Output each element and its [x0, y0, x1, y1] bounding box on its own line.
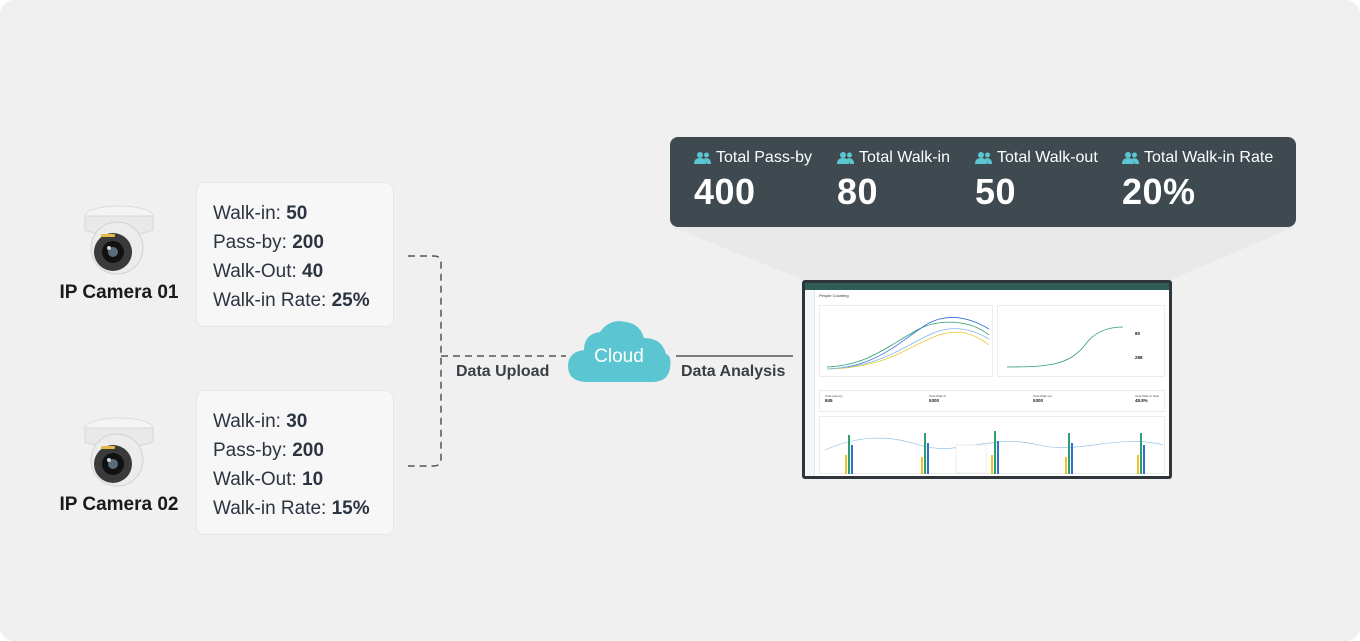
total-walk-out: Total Walk-out 50	[975, 149, 1098, 213]
bar	[994, 431, 996, 474]
bar	[1143, 445, 1145, 474]
today-line	[1006, 326, 1124, 368]
pass-by-stat: Pass-by: 200	[213, 440, 324, 461]
dashboard-title: People Counting	[819, 293, 849, 298]
total-value: 50	[975, 171, 1017, 212]
walk-in-stat: Walk-in: 30	[213, 411, 308, 432]
people-icon	[837, 152, 854, 164]
totals-banner: Total Pass-by 400 Total Walk-in 80 Total…	[670, 137, 1296, 227]
bar	[1140, 433, 1142, 474]
walk-in-rate-stat: Walk-in Rate: 15%	[213, 498, 370, 519]
bar	[1065, 457, 1067, 474]
dashboard-topbar	[805, 283, 1169, 290]
walk-in-stat: Walk-in: 50	[213, 203, 308, 224]
total-label: Total Walk-out	[997, 149, 1098, 166]
bar	[845, 455, 847, 474]
bar	[921, 457, 923, 474]
series-line	[826, 331, 990, 370]
people-icon	[694, 152, 711, 164]
total-label: Total Walk-in Rate	[1144, 149, 1274, 166]
bar	[991, 455, 993, 474]
series-line	[826, 317, 990, 370]
people-icon	[975, 152, 992, 164]
chart-tooltip	[955, 444, 987, 474]
total-value: 80	[837, 171, 879, 212]
data-analysis-label: Data Analysis	[681, 363, 786, 380]
series-line	[826, 328, 990, 370]
total-walk-in: Total Walk-in 80	[837, 149, 950, 213]
people-icon	[1122, 152, 1139, 164]
walk-out-stat: Walk-Out: 10	[213, 469, 324, 490]
bar	[997, 441, 999, 474]
dome-camera-icon	[84, 417, 154, 487]
dashboard-sidebar	[805, 290, 815, 476]
kpi-panel	[819, 390, 1165, 412]
bar	[848, 435, 850, 474]
cloud-icon	[568, 321, 671, 382]
bar	[1068, 433, 1070, 474]
total-value: 400	[694, 171, 756, 212]
camera-02: IP Camera 02	[29, 416, 209, 516]
traffic-line-panel	[819, 305, 993, 377]
bar	[851, 445, 853, 474]
dashboard-side-value: 80	[1135, 331, 1141, 336]
series-line	[826, 321, 990, 368]
total-walk-in-rate: Total Walk-in Rate 20%	[1122, 149, 1273, 213]
bar	[927, 443, 929, 474]
dashboard-side-value: 288	[1135, 355, 1143, 360]
total-pass-by: Total Pass-by 400	[694, 149, 812, 213]
bar	[1071, 443, 1073, 474]
total-label: Total Pass-by	[716, 149, 813, 166]
bar-trend-line	[824, 437, 1164, 451]
cloud-label: Cloud	[594, 346, 644, 367]
dome-camera-icon	[84, 205, 154, 275]
bar	[924, 433, 926, 474]
today-panel	[997, 305, 1165, 377]
camera-02-stats-card: Walk-in: 30 Pass-by: 200 Walk-Out: 10 Wa…	[196, 390, 394, 535]
bar	[1137, 455, 1139, 474]
upload-connector	[408, 255, 442, 467]
total-value: 20%	[1122, 171, 1196, 212]
camera-01-stats-card: Walk-in: 50 Pass-by: 200 Walk-Out: 40 Wa…	[196, 182, 394, 327]
walk-out-stat: Walk-Out: 40	[213, 261, 324, 282]
camera-01: IP Camera 01	[29, 204, 209, 304]
total-label: Total Walk-in	[859, 149, 950, 166]
walk-in-rate-stat: Walk-in Rate: 25%	[213, 290, 370, 311]
dashboard-graphics	[824, 317, 1164, 474]
camera-label: IP Camera 01	[59, 282, 179, 303]
camera-label: IP Camera 02	[59, 494, 179, 515]
data-upload-label: Data Upload	[456, 363, 550, 380]
pass-by-stat: Pass-by: 200	[213, 232, 324, 253]
